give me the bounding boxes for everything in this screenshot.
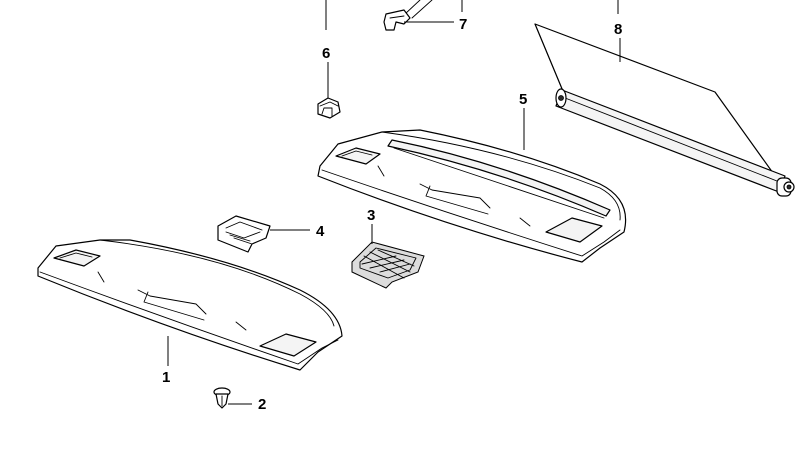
- hook-bracket-body: [383, 9, 411, 31]
- callout-labels: 1 2 3 4 5 6 7 8: [162, 16, 622, 413]
- callout-3: 3: [367, 207, 375, 224]
- clip: [317, 97, 341, 119]
- shelf-1-left-cutout: [53, 249, 101, 267]
- callout-6: 6: [322, 45, 330, 62]
- speaker-grille-mesh: [351, 241, 425, 289]
- callout-2: 2: [258, 396, 266, 413]
- leader-lines: [167, 0, 621, 405]
- callout-7: 7: [459, 16, 467, 33]
- rear-parcel-shelf-lower: [37, 239, 343, 371]
- callout-8: 8: [614, 21, 622, 38]
- shelf-1-body: [37, 239, 343, 371]
- roller-sunblind: [534, 23, 795, 197]
- expanding-rivet: [213, 387, 231, 409]
- callout-1: 1: [162, 369, 170, 386]
- shelf-1-right-cutout: [259, 333, 317, 357]
- rear-parcel-shelf-upper: [317, 129, 627, 263]
- speaker-grille-body: [351, 241, 425, 289]
- shelf-5-blind-slot: [387, 139, 611, 217]
- speaker-cover: [217, 215, 271, 253]
- callout-4: 4: [316, 223, 325, 240]
- callout-5: 5: [519, 91, 527, 108]
- shelf-5-body: [317, 129, 627, 263]
- speaker-cover-body: [217, 215, 271, 253]
- shelf-5-right-cutout: [545, 217, 603, 243]
- hook-bracket: [383, 0, 433, 31]
- shelf-5-left-cutout: [335, 147, 381, 165]
